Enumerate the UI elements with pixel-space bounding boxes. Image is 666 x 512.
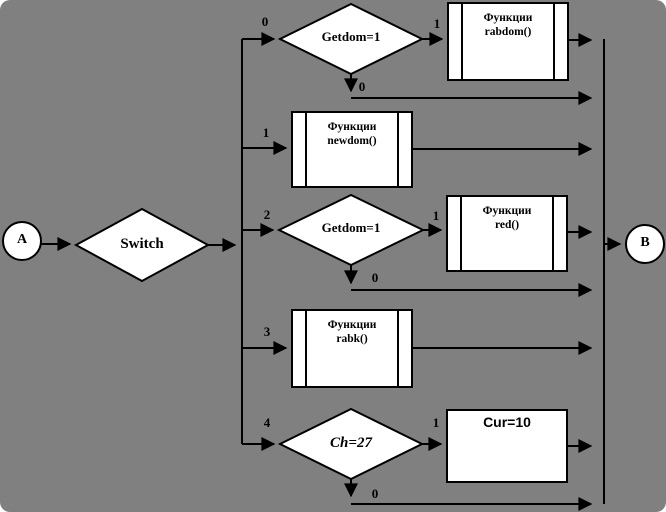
decision0-diamond	[277, 2, 425, 76]
rabdom-box-label-line2: rabdom()	[484, 26, 532, 38]
case0-label: 0	[261, 14, 269, 29]
case4-label: 4	[263, 415, 271, 430]
decision0-true-label: 1	[433, 16, 441, 31]
case2-label: 2	[263, 207, 271, 222]
newdom-predefined-process	[291, 111, 413, 188]
decision2-false-label: 0	[371, 270, 379, 285]
decision4-diamond	[277, 407, 425, 481]
decision4-false-label: 0	[371, 486, 379, 501]
decision2-label: Getdom=1	[321, 220, 381, 235]
newdom-box-label-line1: Функции	[327, 121, 377, 133]
terminal-a-label: A	[16, 232, 28, 247]
decision0-false-label: 0	[358, 79, 366, 94]
decision0-label: Getdom=1	[321, 29, 381, 44]
decision4-label: Ch=27	[330, 435, 372, 451]
case1-label: 1	[262, 125, 270, 140]
rabdom-box-label-line1: Функции	[483, 12, 533, 24]
rabdom-predefined-process	[447, 2, 569, 81]
decision4-true-label: 1	[432, 415, 440, 430]
rabk-box-label-line2: rabk()	[336, 333, 368, 345]
rabdom-box-label: Функции rabdom()	[462, 11, 554, 39]
newdom-box-label: Функции newdom()	[306, 120, 398, 148]
switch-label: Switch	[120, 236, 164, 252]
case3-label: 3	[263, 324, 271, 339]
decision2-diamond	[276, 193, 426, 267]
red-box-label: Функции red()	[461, 204, 553, 232]
red-predefined-process	[446, 195, 568, 272]
newdom-box-label-line2: newdom()	[327, 135, 377, 147]
red-box-label-line2: red()	[494, 219, 520, 231]
rabk-box-label-line1: Функции	[327, 319, 377, 331]
decision2-true-label: 1	[432, 208, 440, 223]
switch-diamond	[73, 207, 211, 283]
cur-process-box	[446, 409, 568, 483]
terminal-a-circle	[2, 221, 42, 261]
terminal-b-label: B	[640, 235, 650, 250]
cur-box-label: Cur=10	[483, 414, 531, 430]
terminal-b-circle	[625, 224, 665, 264]
rabk-predefined-process	[291, 309, 413, 388]
red-box-label-line1: Функции	[482, 205, 532, 217]
connector-lines	[41, 32, 622, 511]
rabk-box-label: Функции rabk()	[306, 318, 398, 346]
